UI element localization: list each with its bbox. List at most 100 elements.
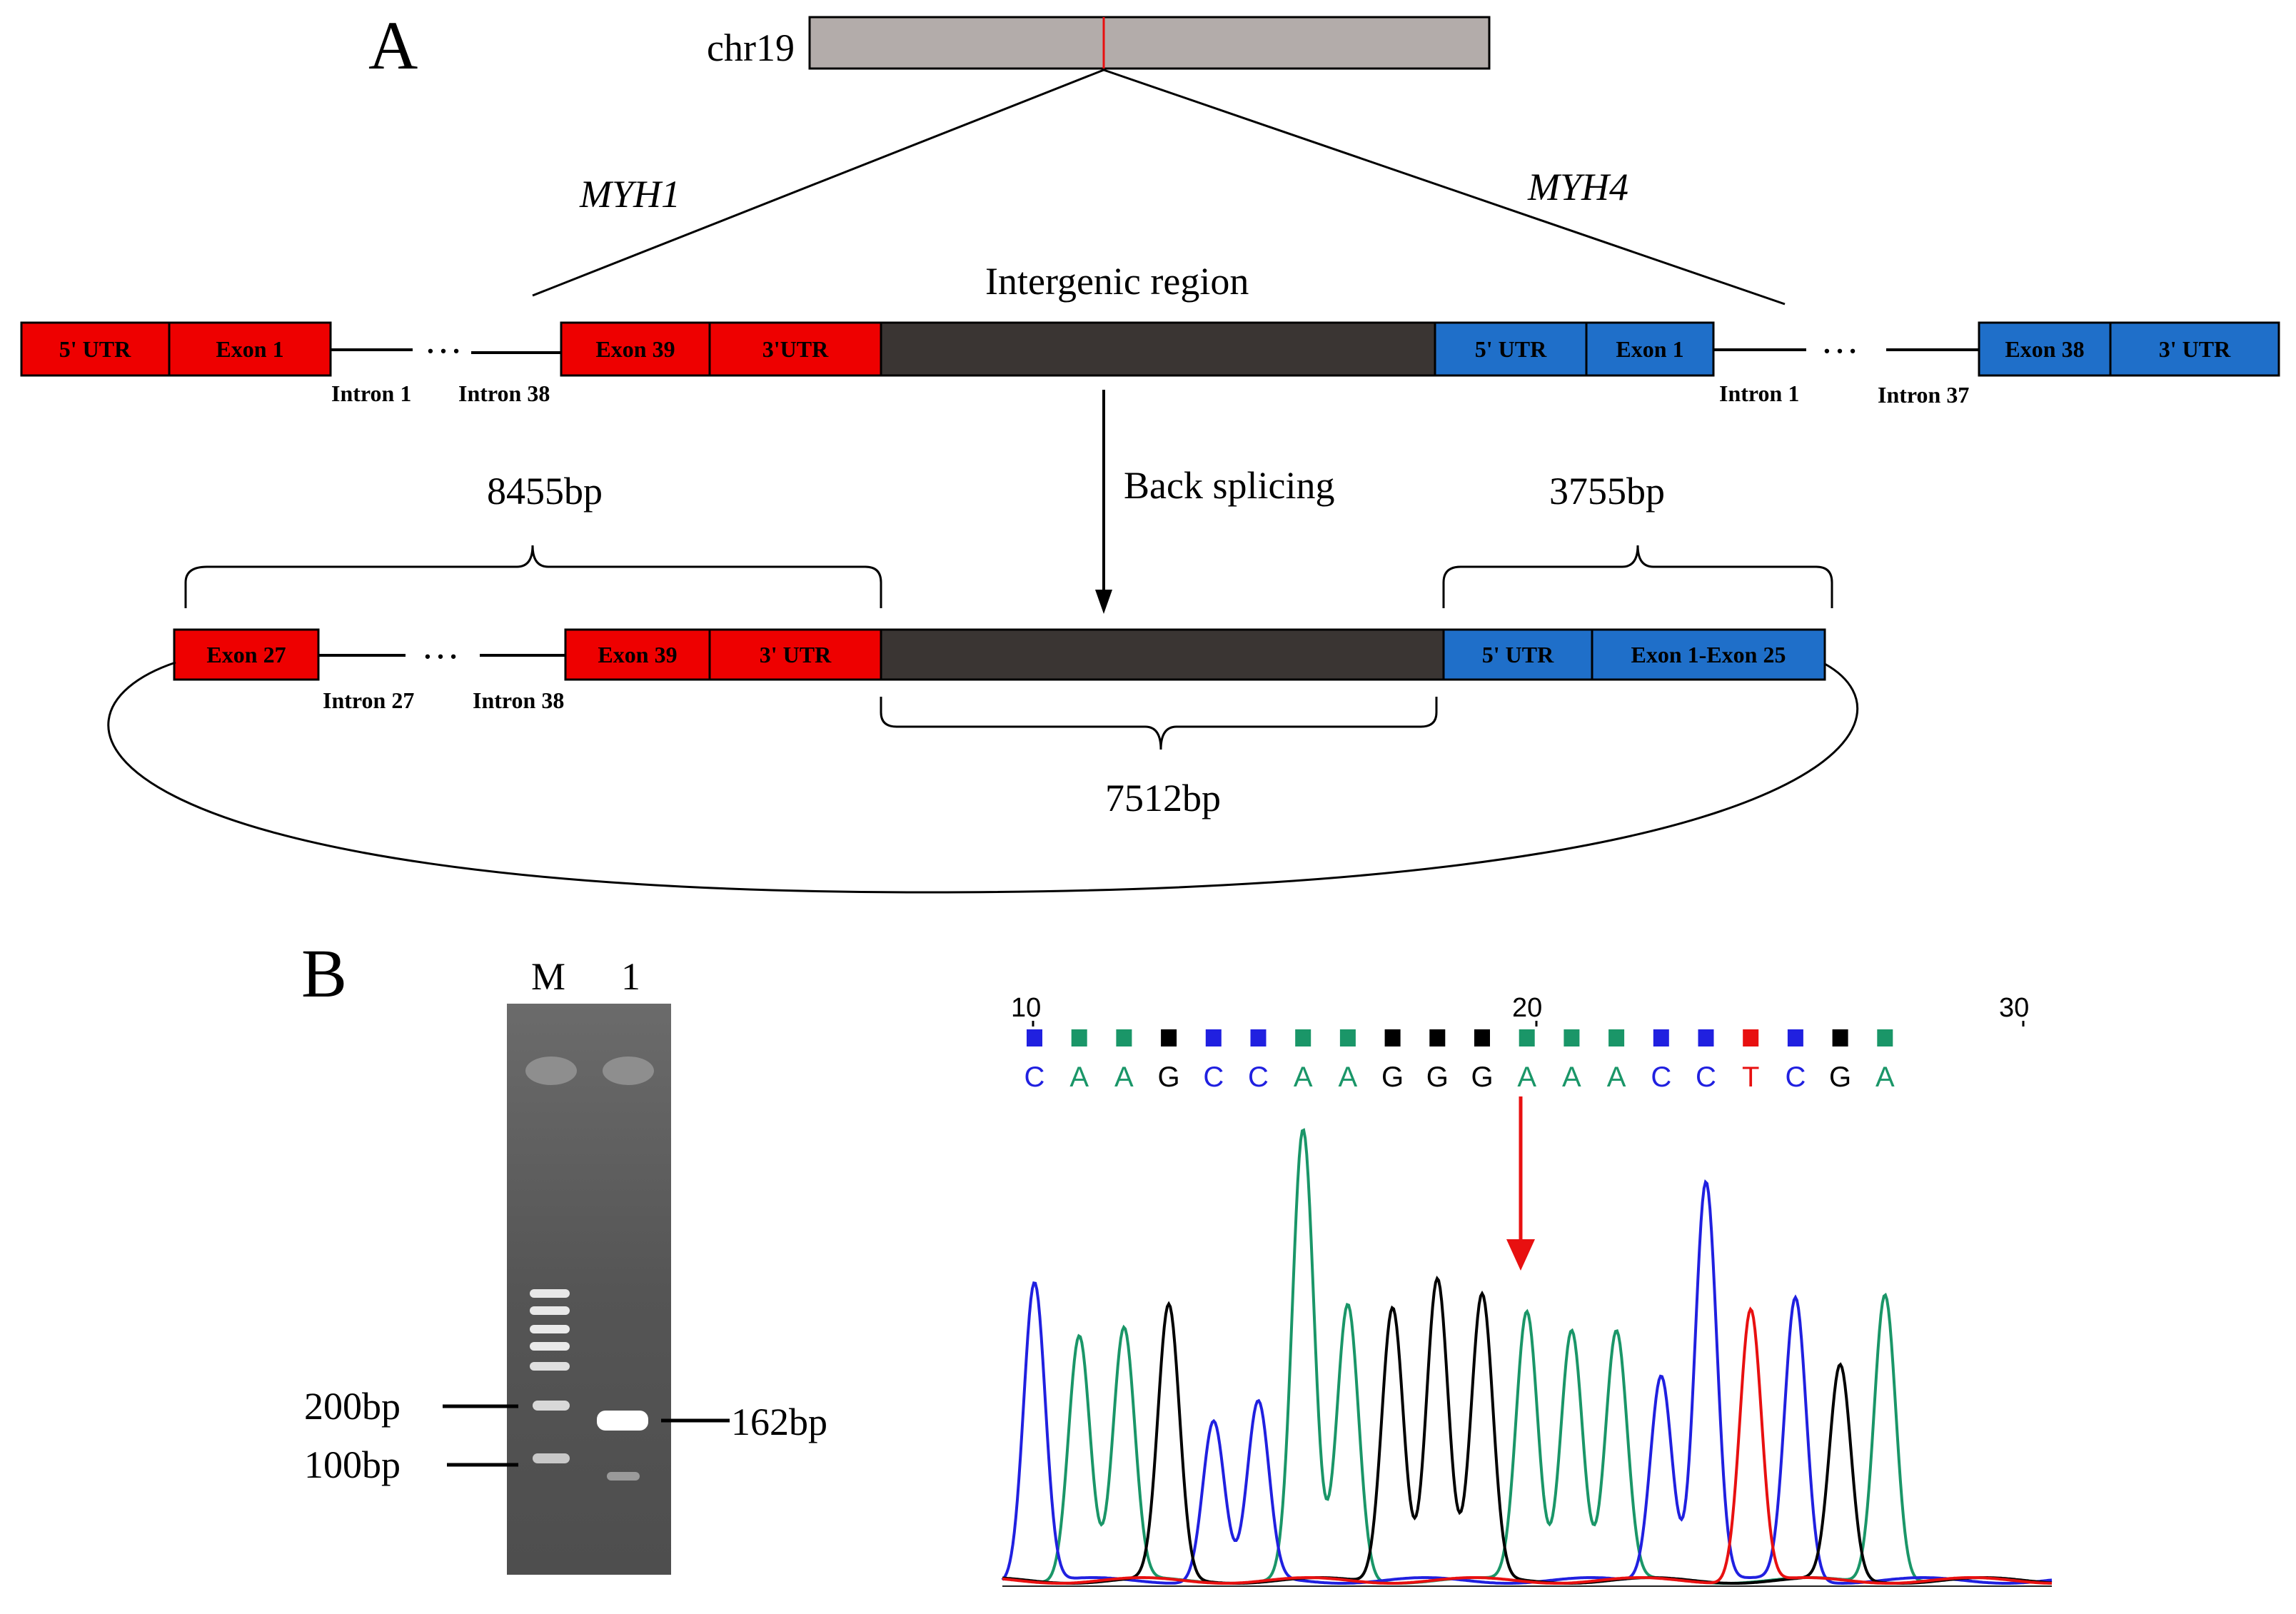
- circ-exon39-block: Exon 39: [564, 628, 711, 681]
- quality-square: [1205, 1029, 1222, 1046]
- zoom-line-right: [1103, 69, 1786, 306]
- marker-label-200bp: 200bp: [304, 1385, 401, 1428]
- intron-label-myh1-38: Intron 38: [458, 380, 550, 406]
- myh4-exon38-block: Exon 38: [1978, 321, 2112, 377]
- base-call: C: [1024, 1061, 1045, 1093]
- chromosome-label: chr19: [707, 26, 795, 69]
- top-ellipsis-1: …: [424, 318, 463, 361]
- intergenic-region-label: Intergenic region: [985, 260, 1249, 303]
- gel-image: [507, 1004, 671, 1575]
- product-band-162bp: [597, 1411, 648, 1431]
- position-label-20: 20: [1512, 993, 1542, 1023]
- panel-label-a: A: [368, 7, 418, 84]
- base-call: A: [1339, 1061, 1358, 1093]
- junction-arrowhead: [1506, 1239, 1535, 1271]
- circ-5utr-block: 5' UTR: [1442, 628, 1593, 681]
- base-call: A: [1294, 1061, 1313, 1093]
- quality-square: [1027, 1029, 1042, 1046]
- myh4-exon1-block: Exon 1: [1585, 321, 1715, 377]
- circ-exon1-25-block: Exon 1-Exon 25: [1591, 628, 1826, 681]
- myh1-5utr-block: 5' UTR: [20, 321, 171, 377]
- quality-square: [1653, 1029, 1669, 1046]
- ladder-band-100bp: [533, 1453, 570, 1463]
- circular-junction-arc: [107, 661, 1859, 894]
- base-call: G: [1471, 1061, 1493, 1093]
- circ-exon39-label: Exon 39: [598, 642, 677, 667]
- intron-label-myh1-1: Intron 1: [331, 380, 411, 406]
- ladder-band-200bp: [533, 1401, 570, 1411]
- quality-square: [1698, 1029, 1714, 1046]
- myh1-5utr-label: 5' UTR: [59, 336, 131, 362]
- quality-square: [1877, 1029, 1893, 1046]
- circ-exon27-label: Exon 27: [206, 642, 286, 667]
- base-call: A: [1607, 1061, 1626, 1093]
- panel-label-b: B: [301, 935, 347, 1012]
- quality-square: [1384, 1029, 1401, 1046]
- base-call: G: [1158, 1061, 1180, 1093]
- circ-3utr-block: 3' UTR: [708, 628, 882, 681]
- back-splicing-arrowhead: [1095, 590, 1112, 614]
- quality-square: [1429, 1029, 1446, 1046]
- base-call: C: [1248, 1061, 1269, 1093]
- circ-intron-label-27: Intron 27: [323, 687, 414, 713]
- base-call: T: [1742, 1061, 1759, 1093]
- base-call: A: [1069, 1061, 1089, 1093]
- trace-A: [1002, 1128, 2053, 1585]
- quality-square: [1071, 1029, 1087, 1046]
- position-label-30: 30: [1999, 993, 2029, 1023]
- ladder-band: [530, 1325, 570, 1333]
- base-call: A: [1562, 1061, 1581, 1093]
- base-call: G: [1426, 1061, 1449, 1093]
- base-call: A: [1517, 1061, 1536, 1093]
- quality-square: [1743, 1029, 1759, 1046]
- myh1-exon1-label: Exon 1: [216, 336, 283, 362]
- myh1-exon1-block: Exon 1: [168, 321, 332, 377]
- myh4-exon1-label: Exon 1: [1616, 336, 1683, 362]
- size-label-middle: 7512bp: [1105, 777, 1221, 819]
- top-ellipsis-2: …: [1821, 318, 1859, 361]
- ladder-band: [530, 1289, 570, 1298]
- ladder-band: [530, 1342, 570, 1351]
- myh1-exon39-block: Exon 39: [560, 321, 711, 377]
- quality-square: [1116, 1029, 1132, 1046]
- ladder-band: [530, 1362, 570, 1371]
- circ-intron-label-38: Intron 38: [473, 687, 564, 713]
- ladder-band: [530, 1306, 570, 1315]
- intergenic-block-top: [880, 321, 1436, 377]
- brace-middle: [880, 697, 1438, 750]
- circ-3utr-label: 3' UTR: [760, 642, 832, 667]
- gene-label-myh4: MYH4: [1527, 166, 1628, 208]
- base-call: C: [1785, 1061, 1806, 1093]
- base-call: C: [1203, 1061, 1224, 1093]
- base-call: A: [1875, 1061, 1895, 1093]
- myh4-5utr-label: 5' UTR: [1475, 336, 1547, 362]
- intron-label-myh4-37: Intron 37: [1878, 382, 1969, 408]
- trace-T: [1002, 1306, 2053, 1585]
- base-call: C: [1651, 1061, 1671, 1093]
- base-call: C: [1696, 1061, 1716, 1093]
- quality-square: [1339, 1029, 1356, 1046]
- gene-label-myh1: MYH1: [579, 173, 680, 216]
- gel-lane-label-m: M: [531, 955, 565, 998]
- size-label-right: 3755bp: [1549, 470, 1665, 513]
- quality-square: [1787, 1029, 1803, 1046]
- quality-square: [1608, 1029, 1625, 1046]
- circ-5utr-label: 5' UTR: [1482, 642, 1554, 667]
- zoom-line-left: [532, 69, 1104, 297]
- base-call: A: [1114, 1061, 1134, 1093]
- intron-label-myh4-1: Intron 1: [1719, 380, 1799, 406]
- quality-squares: [1027, 1029, 1893, 1046]
- product-label-162bp: 162bp: [731, 1401, 827, 1443]
- quality-square: [1564, 1029, 1580, 1046]
- quality-square: [1295, 1029, 1311, 1046]
- myh4-5utr-block: 5' UTR: [1434, 321, 1588, 377]
- intergenic-block-circ: [880, 628, 1445, 681]
- gel-lane-label-1: 1: [621, 955, 640, 998]
- size-label-left: 8455bp: [487, 470, 603, 513]
- myh1-exon39-label: Exon 39: [595, 336, 675, 362]
- chromosome-bar: [808, 16, 1491, 70]
- quality-square: [1161, 1029, 1177, 1046]
- circ-exon1-25-label: Exon 1-Exon 25: [1631, 642, 1786, 667]
- circ-ellipsis: …: [421, 624, 460, 667]
